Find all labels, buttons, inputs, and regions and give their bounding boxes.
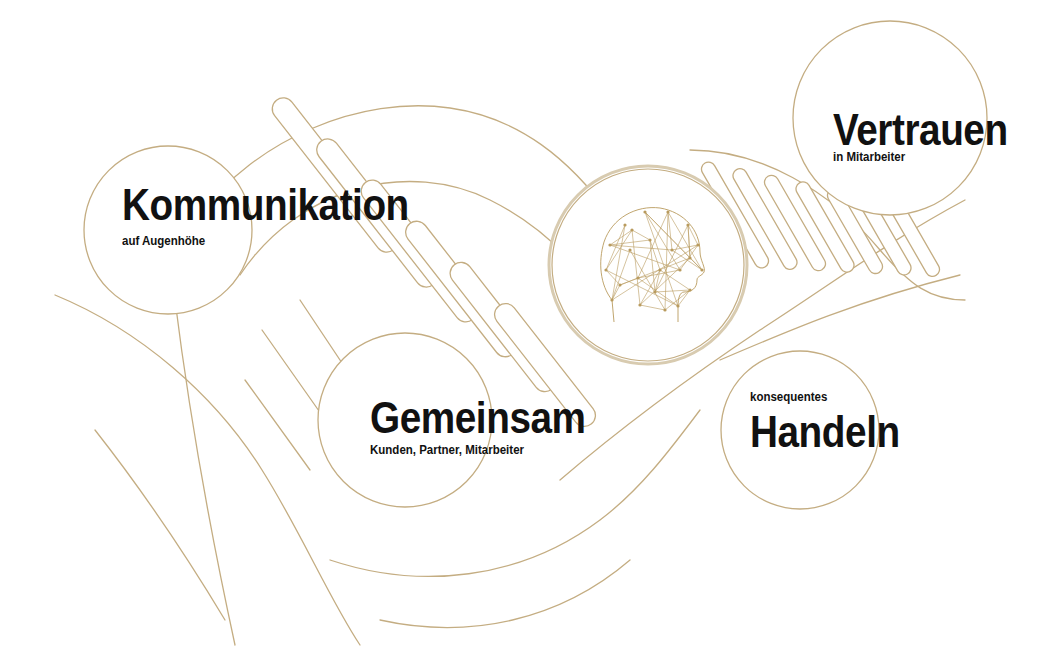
helix-strand: [380, 560, 630, 628]
node-subtitle: konsequentes: [750, 391, 827, 404]
value-circle: konsequentesHandeln: [720, 350, 880, 510]
node-subtitle: auf Augenhöhe: [122, 235, 205, 248]
center-circle: [552, 169, 744, 361]
node-heading: Vertrauen: [833, 108, 1008, 152]
node-heading: Kommunikation: [122, 183, 409, 227]
value-circle: Kommunikationauf Augenhöhe: [83, 145, 253, 315]
helix-strand: [175, 300, 235, 645]
value-circle: GemeinsamKunden, Partner, Mitarbeiter: [317, 332, 493, 508]
node-heading: Handeln: [750, 410, 900, 454]
circle-outline: [83, 145, 253, 315]
head-icon: [601, 208, 705, 322]
node-heading: Gemeinsam: [370, 396, 586, 440]
helix-strand: [720, 275, 960, 360]
helix-strand: [95, 430, 225, 620]
node-subtitle: in Mitarbeiter: [833, 151, 905, 164]
helix-strand: [55, 295, 360, 645]
value-circle: Vertrauenin Mitarbeiter: [792, 20, 988, 216]
node-subtitle: Kunden, Partner, Mitarbeiter: [370, 444, 524, 457]
center-circle: [549, 166, 747, 364]
helix-rung: [245, 380, 310, 470]
